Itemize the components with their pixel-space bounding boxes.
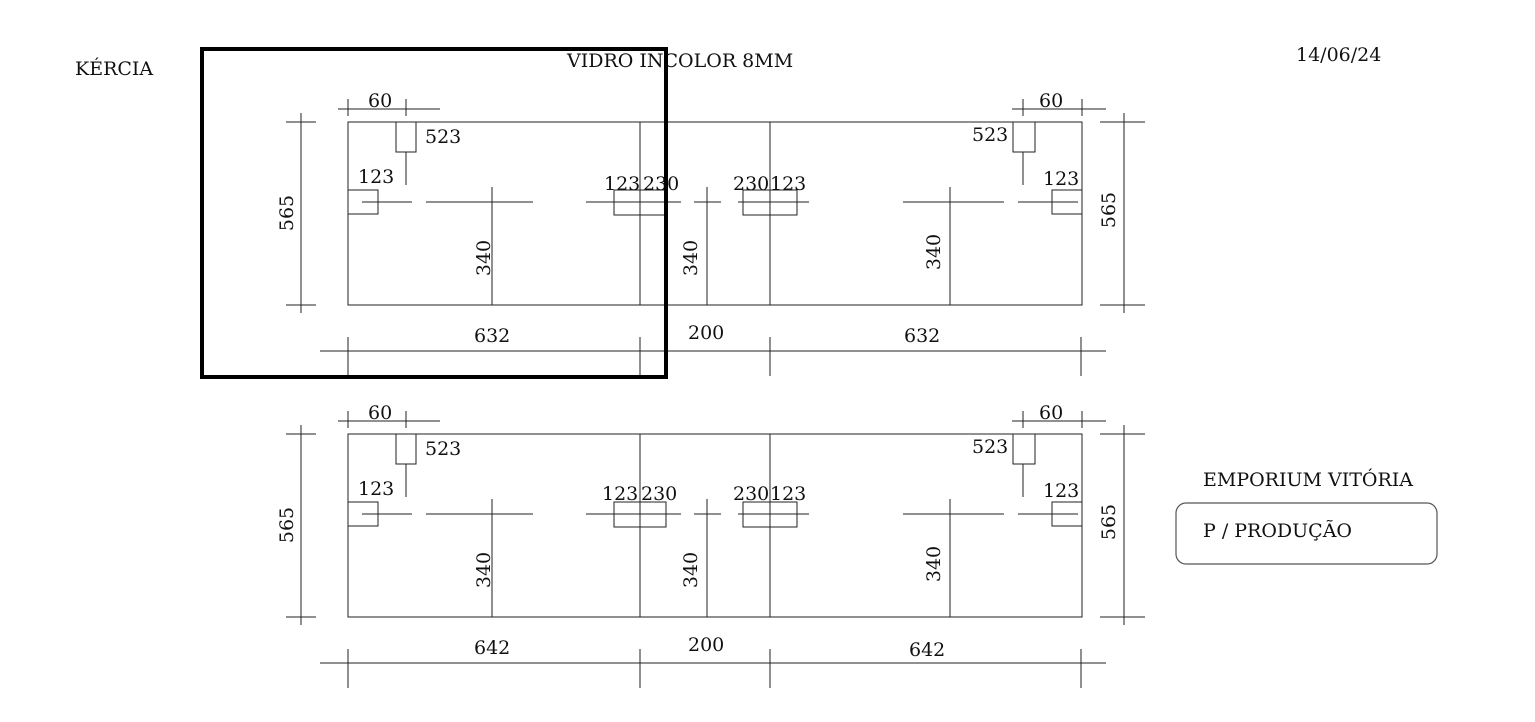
height-left: 565 <box>276 195 298 231</box>
center-offset-right: 230 <box>733 483 769 505</box>
cutout <box>347 189 379 215</box>
edge-offset-left: 60 <box>368 90 392 112</box>
cutout <box>613 501 667 528</box>
notch <box>395 433 417 465</box>
gap-width: 200 <box>688 322 724 344</box>
hole-height-center-right: 123 <box>770 483 806 505</box>
hole-height-left: 123 <box>358 166 394 188</box>
glass-outline <box>347 121 1083 306</box>
depth-center: 340 <box>680 552 702 588</box>
highlight-box <box>200 47 668 379</box>
cutout <box>742 189 798 216</box>
notch <box>1012 121 1036 153</box>
hole-height-right: 123 <box>1043 168 1079 190</box>
panel-lines <box>286 99 1145 376</box>
hole-offset-left: 523 <box>425 438 461 460</box>
width-left: 632 <box>474 325 510 347</box>
cutout <box>1051 189 1083 215</box>
height-left: 565 <box>276 507 298 543</box>
panel-drawing-top: 60 60 523 523 123 123 230 230 123 123 56… <box>276 90 1145 376</box>
depth-center: 340 <box>680 240 702 276</box>
cutout <box>742 501 798 528</box>
cutout <box>347 501 379 527</box>
drawing-date: 14/06/24 <box>1296 44 1381 66</box>
notch <box>1012 433 1036 465</box>
hole-height-center-right: 123 <box>770 173 806 195</box>
width-right: 642 <box>909 639 945 661</box>
hole-offset-right: 523 <box>972 124 1008 146</box>
panel-labels: 60 60 523 523 123 123 230 230 123 123 56… <box>276 90 1120 347</box>
depth-left: 340 <box>473 552 495 588</box>
height-right: 565 <box>1098 504 1120 540</box>
depth-left: 340 <box>473 240 495 276</box>
hole-height-center-left: 123 <box>604 173 640 195</box>
depth-right: 340 <box>923 546 945 582</box>
cutout <box>1051 501 1083 527</box>
panel-lines <box>286 411 1145 688</box>
stamp-box <box>1175 502 1438 565</box>
hole-offset-right: 523 <box>972 436 1008 458</box>
panel-drawing-bottom: 60 60 523 523 123 123 230 230 123 123 56… <box>276 402 1145 688</box>
edge-offset-right: 60 <box>1039 402 1063 424</box>
edge-offset-right: 60 <box>1039 90 1063 112</box>
hole-height-right: 123 <box>1043 480 1079 502</box>
hole-height-center-left: 123 <box>602 483 638 505</box>
width-left: 642 <box>474 637 510 659</box>
notch <box>395 121 417 153</box>
company-name: EMPORIUM VITÓRIA <box>1203 468 1413 491</box>
client-name: KÉRCIA <box>75 57 153 80</box>
center-offset-left: 230 <box>643 173 679 195</box>
depth-right: 340 <box>923 234 945 270</box>
hole-offset-left: 523 <box>425 126 461 148</box>
glass-outline <box>347 433 1083 618</box>
height-right: 565 <box>1098 192 1120 228</box>
edge-offset-left: 60 <box>368 402 392 424</box>
material-label: VIDRO INCOLOR 8MM <box>566 50 793 72</box>
center-offset-right: 230 <box>733 173 769 195</box>
gap-width: 200 <box>688 634 724 656</box>
panel-labels: 60 60 523 523 123 123 230 230 123 123 56… <box>276 402 1120 661</box>
stamp-text: P / PRODUÇÃO <box>1203 520 1352 542</box>
center-offset-left: 230 <box>641 483 677 505</box>
hole-height-left: 123 <box>358 478 394 500</box>
width-right: 632 <box>904 325 940 347</box>
